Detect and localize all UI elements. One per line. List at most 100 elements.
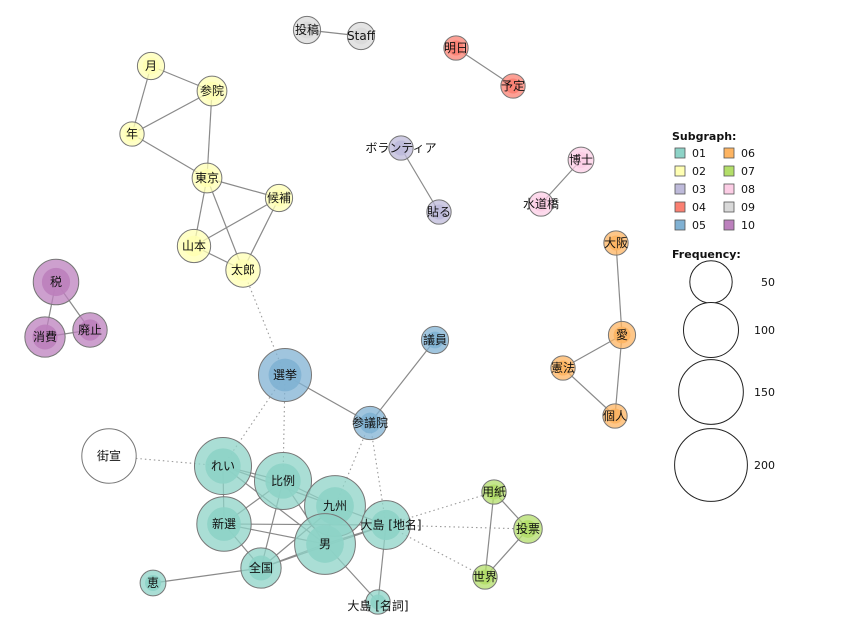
legend-subgraph-05: 05 bbox=[674, 219, 706, 232]
legend-frequency-circle bbox=[678, 359, 744, 425]
node-staff[interactable]: Staff bbox=[346, 21, 376, 51]
node-hirei[interactable]: 比例 bbox=[253, 451, 313, 511]
legend-swatch bbox=[674, 201, 686, 213]
node-label: 投票 bbox=[516, 521, 540, 536]
node-label: 博士 bbox=[569, 152, 593, 167]
node-core bbox=[197, 168, 217, 188]
legend-frequency-circle bbox=[683, 302, 739, 358]
node-label: 参議院 bbox=[352, 415, 388, 430]
legend-swatch bbox=[674, 183, 686, 195]
node-ashita[interactable]: 明日 bbox=[443, 35, 469, 61]
edge-sangiin-kyushu bbox=[334, 422, 371, 507]
node-osaka[interactable]: 大阪 bbox=[603, 230, 629, 256]
node-tokou[interactable]: 投稿 bbox=[292, 15, 322, 45]
node-label: Staff bbox=[347, 29, 376, 43]
node-sangiin[interactable]: 参議院 bbox=[352, 405, 388, 441]
node-label: 明日 bbox=[444, 41, 468, 55]
legend-frequency-label: 50 bbox=[761, 276, 775, 289]
node-oshima_place[interactable]: 大島 [地名] bbox=[360, 500, 422, 550]
node-core bbox=[370, 594, 386, 610]
legend-frequency-label: 150 bbox=[754, 386, 775, 399]
legend-swatch bbox=[674, 147, 686, 159]
legend-subgraph-label: 03 bbox=[692, 183, 706, 196]
node-oshima_noun[interactable]: 大島 [名詞] bbox=[347, 589, 409, 615]
node-toshi[interactable]: 年 bbox=[119, 121, 145, 147]
node-yamamoto[interactable]: 山本 bbox=[176, 228, 212, 264]
node-label: 男 bbox=[319, 537, 331, 551]
node-haru[interactable]: 貼る bbox=[426, 199, 452, 225]
node-youshi[interactable]: 用紙 bbox=[481, 479, 507, 505]
node-core bbox=[573, 152, 589, 168]
node-core bbox=[613, 326, 631, 344]
node-label: 山本 bbox=[182, 239, 206, 253]
node-reiwa[interactable]: れい bbox=[193, 436, 253, 496]
node-giin[interactable]: 議員 bbox=[420, 325, 450, 355]
node-core bbox=[32, 324, 58, 350]
node-shinsen[interactable]: 新選 bbox=[196, 496, 252, 552]
node-suidoubashi[interactable]: 水道橋 bbox=[523, 191, 559, 217]
legend-swatch bbox=[723, 183, 735, 195]
node-sanin[interactable]: 参院 bbox=[196, 75, 228, 107]
node-kenpou[interactable]: 憲法 bbox=[550, 355, 576, 381]
legend-subgraph-09: 09 bbox=[723, 201, 755, 214]
node-tsuki[interactable]: 月 bbox=[136, 51, 166, 81]
legend-subgraph-03: 03 bbox=[674, 183, 706, 196]
edge-giin-sangiin bbox=[369, 339, 436, 424]
node-senkyo[interactable]: 選挙 bbox=[257, 347, 313, 403]
node-label: 太郎 bbox=[231, 262, 255, 277]
node-core bbox=[79, 319, 101, 341]
node-touhyou[interactable]: 投票 bbox=[513, 514, 543, 544]
node-yotei[interactable]: 予定 bbox=[500, 73, 526, 99]
legend-subgraph-08: 08 bbox=[723, 183, 755, 196]
node-label: 参院 bbox=[200, 83, 224, 98]
node-zei[interactable]: 税 bbox=[32, 258, 80, 306]
legend-swatch bbox=[723, 219, 735, 231]
node-kouho[interactable]: 候補 bbox=[264, 183, 294, 213]
edge-osaka-ai bbox=[615, 242, 623, 336]
node-tokyo[interactable]: 東京 bbox=[191, 162, 223, 194]
node-megumi[interactable]: 恵 bbox=[139, 569, 167, 597]
node-core bbox=[607, 408, 623, 424]
legend-subgraph-01: 01 bbox=[674, 147, 706, 160]
node-volunteer[interactable]: ボランティア bbox=[365, 135, 437, 161]
node-core bbox=[431, 204, 447, 220]
legend-swatch bbox=[723, 147, 735, 159]
legend-subgraph-label: 06 bbox=[741, 147, 755, 160]
node-ai[interactable]: 愛 bbox=[607, 320, 637, 350]
node-core bbox=[426, 331, 444, 349]
node-core bbox=[41, 267, 71, 297]
legend-frequency-200: 200 bbox=[674, 428, 775, 502]
node-kojin[interactable]: 個人 bbox=[602, 403, 628, 429]
legend-subgraph-07: 07 bbox=[723, 165, 755, 178]
node-core bbox=[486, 484, 502, 500]
node-core bbox=[207, 507, 241, 541]
node-shouhi[interactable]: 消費 bbox=[24, 316, 66, 358]
node-hakase[interactable]: 博士 bbox=[567, 146, 595, 174]
node-label: 比例 bbox=[271, 474, 295, 488]
node-core bbox=[505, 78, 521, 94]
legend-subgraph-label: 08 bbox=[741, 183, 755, 196]
node-label: 候補 bbox=[267, 191, 291, 205]
node-core bbox=[205, 448, 241, 484]
node-core bbox=[248, 555, 274, 581]
node-core bbox=[533, 196, 549, 212]
node-core bbox=[519, 520, 537, 538]
node-gaisen[interactable]: 街宣 bbox=[81, 428, 137, 484]
node-label: 個人 bbox=[603, 409, 627, 423]
node-label: れい bbox=[211, 459, 235, 473]
node-haishi[interactable]: 廃止 bbox=[72, 312, 108, 348]
legend-swatch bbox=[674, 219, 686, 231]
legend-subgraph-label: 05 bbox=[692, 219, 706, 232]
legend-subgraph-label: 09 bbox=[741, 201, 755, 214]
node-taro[interactable]: 太郎 bbox=[225, 252, 261, 288]
node-label: 世界 bbox=[473, 570, 497, 584]
node-otoko[interactable]: 男 bbox=[294, 513, 356, 575]
node-sekai[interactable]: 世界 bbox=[472, 564, 498, 590]
node-label: 水道橋 bbox=[523, 197, 559, 211]
node-zenkoku[interactable]: 全国 bbox=[240, 547, 282, 589]
node-label: 大島 [地名] bbox=[360, 517, 421, 532]
node-label: 投稿 bbox=[295, 22, 319, 37]
